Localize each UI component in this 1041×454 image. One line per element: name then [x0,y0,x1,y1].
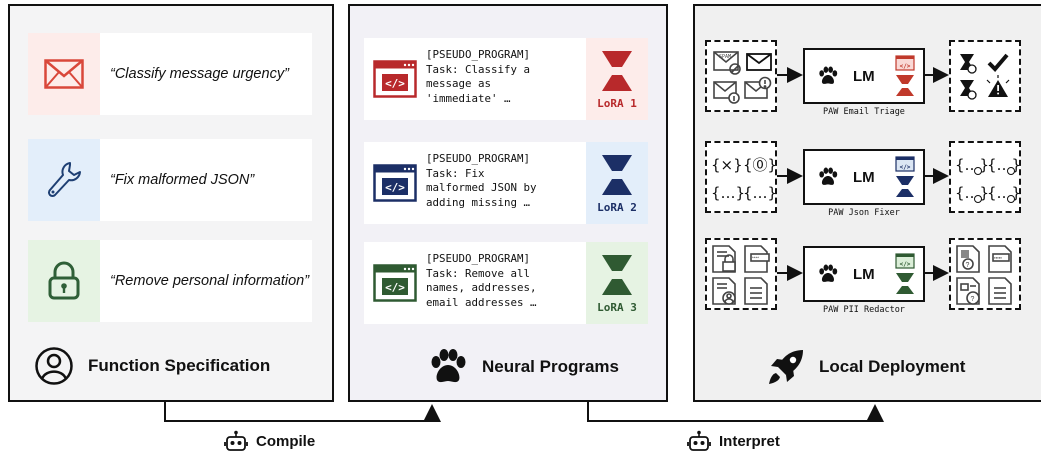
panel-title-local-deployment: Local Deployment [767,348,965,386]
svg-text:</>: </> [900,164,911,171]
neural-programs-panel: </> [PSEUDO_PROGRAM] Task: Classify a me… [348,4,668,402]
paw-lm-pii-redactor: LM </> [803,246,925,302]
paw-lm-json-fixer: LM </> [803,149,925,205]
spec-text: “Classify message urgency” [110,66,289,82]
rocket-icon [769,350,803,384]
function-specification-panel: “Classify message urgency” “Fix malforme… [8,4,334,402]
compile-step: Compile [224,430,315,452]
id-document-icon [712,277,736,305]
spec-text: “Remove personal information” [110,273,310,289]
email-input-box: SPAM [705,40,777,112]
pii-input-box: **** [705,238,777,310]
caption-json-fixer: PAW Json Fixer [828,208,900,218]
svg-text:</>: </> [900,63,911,70]
braces-info-icon: {⓪} [743,156,775,174]
lora-adapter: LoRA 2 [586,142,648,224]
redacted-output-box: ? ••••• ? [949,238,1021,310]
json-output-box: {…} {…} {…} {…} [949,141,1021,213]
program-lora-icon: </> [895,156,915,197]
svg-text:</>: </> [385,281,405,294]
deployment-arrows [777,67,949,281]
svg-text:?: ? [971,296,975,303]
program-card-3: </> [PSEUDO_PROGRAM] Task: Remove all na… [364,242,648,324]
robot-icon [687,430,711,451]
braces-ellipsis-icon: {…} [743,184,775,202]
spec-card-urgency: “Classify message urgency” [28,33,312,115]
lora-hourglass-icon [602,50,632,91]
user-icon [35,347,73,385]
lora-adapter: LoRA 3 [586,242,648,324]
svg-text:****: **** [752,256,759,261]
svg-text:?: ? [966,262,970,269]
lora-hourglass-icon [602,254,632,295]
alert-email-icon [744,76,772,99]
paw-icon [819,167,838,185]
local-deployment-panel: SPAM LM </> PAW Email Triage {×} {⓪} {…}… [693,4,1041,402]
masked-document-icon: ••••• [988,245,1012,273]
spam-email-icon: SPAM [713,51,741,75]
program-card-2: </> [PSEUDO_PROGRAM] Task: Fix malformed… [364,142,648,224]
document-icon [744,277,768,305]
hourglass-icon [960,80,977,100]
redacted-document-icon: ? [956,245,980,273]
lora-adapter: LoRA 1 [586,38,648,120]
panel-title-neural-programs: Neural Programs [428,348,619,386]
pseudo-program-text: [PSEUDO_PROGRAM] Task: Remove all names,… [426,252,537,309]
triage-output-box [949,40,1021,112]
svg-text:SPAM: SPAM [719,54,731,60]
svg-text:</>: </> [385,181,405,194]
spec-text: “Fix malformed JSON” [110,172,255,188]
caption-email-triage: PAW Email Triage [823,107,905,117]
paw-lm-email-triage: LM </> [803,48,925,104]
envelope-icon [28,33,100,115]
document-icon [988,277,1012,305]
pseudo-program-text: [PSEUDO_PROGRAM] Task: Classify a messag… [426,48,531,105]
program-lora-icon: </> [895,55,915,96]
spec-card-json: “Fix malformed JSON” [28,139,312,221]
hourglass-icon [960,54,977,74]
code-window-icon: </> [364,242,426,324]
braces-ellipsis-icon: {…} [711,184,745,202]
checkmark-icon [987,53,1009,72]
caption-pii-redactor: PAW PII Redactor [823,305,905,315]
robot-icon [224,430,248,451]
wrench-icon [28,139,100,221]
paw-icon [819,264,838,282]
paw-icon [819,66,838,84]
program-lora-icon: </> [895,253,915,294]
envelope-icon [746,53,772,71]
code-window-icon: </> [364,142,426,224]
panel-title-function-specification: Function Specification [34,346,270,386]
password-document-icon: **** [744,245,770,273]
paw-icon [431,349,466,383]
svg-text:</>: </> [900,261,911,268]
program-card-1: </> [PSEUDO_PROGRAM] Task: Classify a me… [364,38,648,120]
braces-x-icon: {×} [711,156,743,174]
anonymized-document-icon: ? [956,277,980,305]
locked-document-icon [712,245,736,273]
warning-icon [986,75,1010,97]
code-window-icon: </> [364,38,426,120]
json-input-box: {×} {⓪} {…} {…} [705,141,777,213]
lora-hourglass-icon [602,154,632,195]
spec-card-pii: “Remove personal information” [28,240,312,322]
svg-text:•••••: ••••• [994,256,1002,261]
pseudo-program-text: [PSEUDO_PROGRAM] Task: Fix malformed JSO… [426,152,537,209]
svg-text:</>: </> [385,77,405,90]
interpret-step: Interpret [687,430,780,452]
info-email-icon [713,81,740,104]
lock-icon [28,240,100,322]
